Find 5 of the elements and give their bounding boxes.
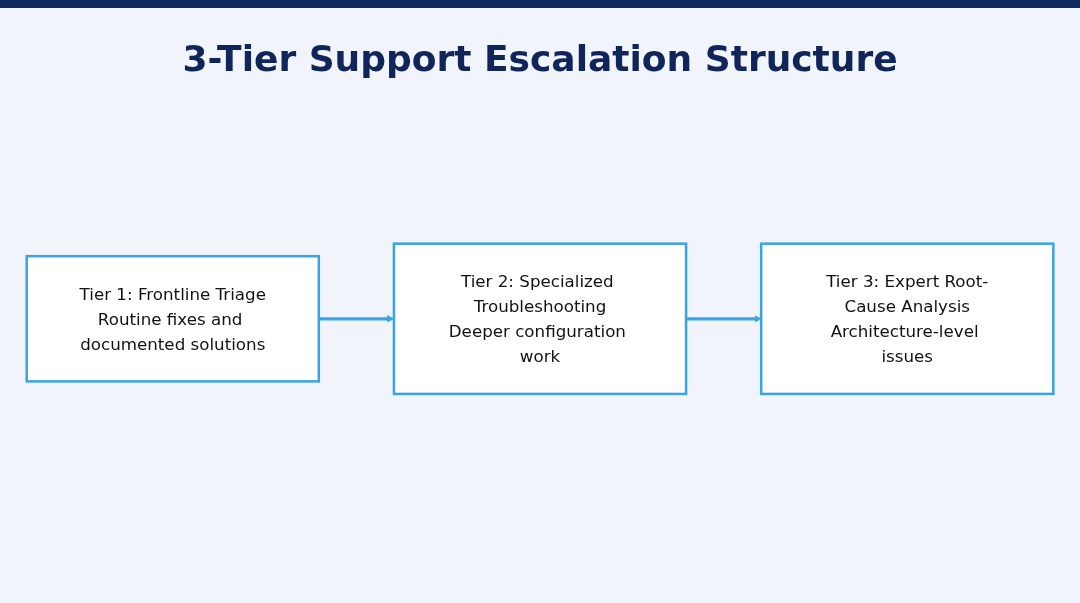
node-box: Tier 3: Expert Root-Cause Analysis Architecture-level issues xyxy=(759,242,1055,396)
node-box: Tier 1: Frontline Triage Routine fixes and documented solutions xyxy=(25,255,321,383)
arrow xyxy=(686,315,762,323)
node-box: Tier 2: Specialized Troubleshooting Deeper configuration work xyxy=(392,242,688,396)
title: 3-Tier Support Escalation Structure xyxy=(181,38,899,79)
